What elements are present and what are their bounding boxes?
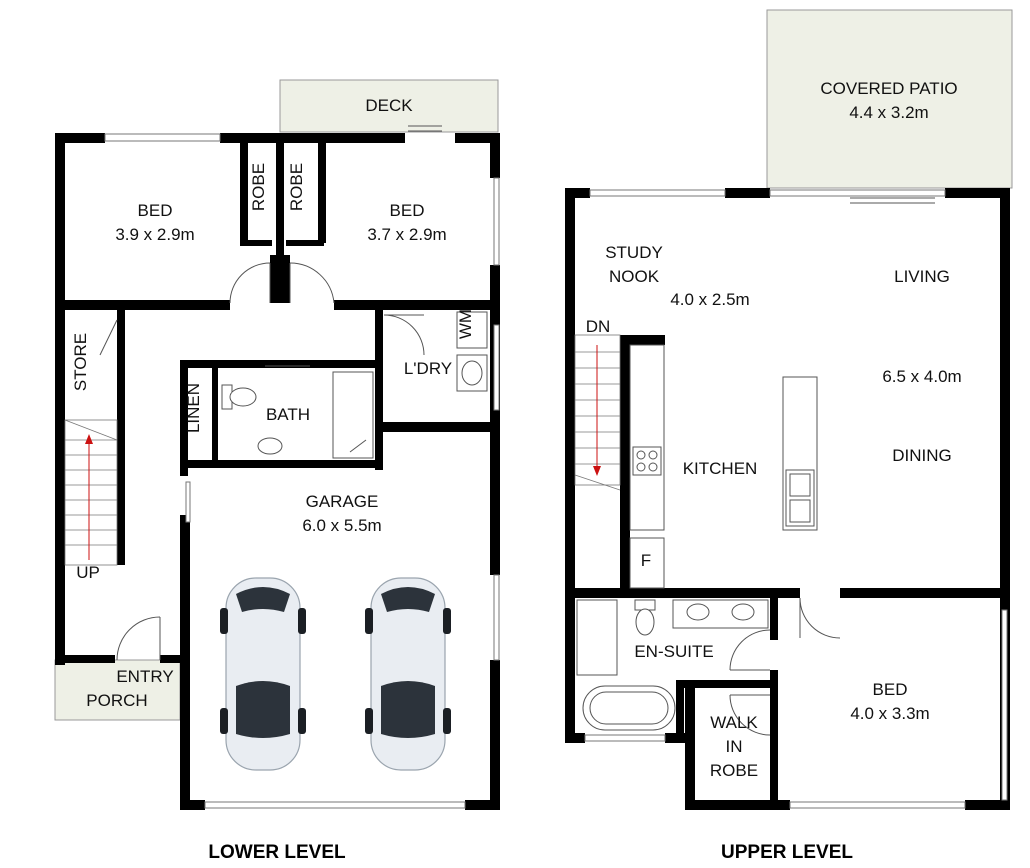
room-label-robe: ROBE [710,761,758,780]
upper-labels: COVERED PATIO 4.4 x 3.2m STUDY NOOK 4.0 … [586,79,962,780]
lower-internal-walls [55,133,500,565]
room-label-deck: DECK [365,96,413,115]
level-title-lower: LOWER LEVEL [208,842,346,863]
room-size-garage: 6.0 x 5.5m [302,516,381,535]
room-label-linen: LINEN [184,383,203,433]
upper-stairs [574,334,621,491]
room-label-entry: ENTRY [116,667,173,686]
room-label-in: IN [726,737,743,756]
room-label-bed: BED [873,680,908,699]
room-label-garage: GARAGE [306,492,379,511]
lower-labels: DECK BED 3.9 x 2.9m ROBE ROBE BED 3.7 x … [71,96,475,710]
room-label-nook: NOOK [609,267,660,286]
room-label-walk: WALK [710,713,758,732]
label-wm: WM [456,309,475,339]
car-icon [365,577,451,771]
lower-doors [99,125,442,661]
upper-level-plan: COVERED PATIO 4.4 x 3.2m STUDY NOOK 4.0 … [565,9,1013,863]
room-size-study: 4.0 x 2.5m [670,290,749,309]
room-label-dining: DINING [892,446,952,465]
room-size-bed: 4.0 x 3.3m [850,704,929,723]
room-label-patio: COVERED PATIO [820,79,957,98]
room-size-living: 6.5 x 4.0m [882,367,961,386]
upper-kitchen [629,344,818,589]
room-label-living: LIVING [894,267,950,286]
room-label-ensuite: EN-SUITE [634,642,713,661]
covered-patio-area [766,9,1013,189]
label-fridge: F [641,551,651,570]
lower-fixtures [221,311,488,459]
entry-porch-area [54,659,181,721]
washing-machine-icon [456,311,488,349]
room-size-patio: 4.4 x 3.2m [849,103,928,122]
room-size-bed2: 3.7 x 2.9m [367,225,446,244]
lower-level-plan: DECK BED 3.9 x 2.9m ROBE ROBE BED 3.7 x … [54,79,500,863]
bathtub-icon [332,371,374,459]
deck-area [279,79,499,133]
upper-internal-walls [565,335,1010,810]
basin-icon [257,437,283,455]
shower-icon [576,599,618,676]
lower-outer-walls [55,133,500,810]
room-label-bed1: BED [138,201,173,220]
lower-windows [104,133,500,809]
room-label-robe1: ROBE [249,163,268,211]
room-label-bath: BATH [266,405,310,424]
toilet-icon [634,599,656,636]
sink-icon [785,469,815,527]
stair-label-up: UP [76,563,100,582]
bathtub-icon [582,685,676,731]
upper-ensuite-fixtures [576,599,769,731]
sink-icon [456,354,488,392]
level-title-upper: UPPER LEVEL [721,842,853,863]
lower-stairs [64,419,118,566]
stair-label-dn: DN [586,317,611,336]
room-label-robe2: ROBE [287,163,306,211]
upper-doors [729,597,841,736]
room-label-bed2: BED [390,201,425,220]
room-label-store: STORE [71,333,90,391]
room-size-bed1: 3.9 x 2.9m [115,225,194,244]
basin-icon [672,599,769,629]
car-icon [220,577,306,771]
room-label-kitchen: KITCHEN [683,459,758,478]
room-label-study: STUDY [605,243,663,262]
upper-windows [584,189,1008,809]
toilet-icon [221,384,257,410]
room-label-porch: PORCH [86,691,147,710]
room-label-laundry: L'DRY [404,359,452,378]
cooktop-icon [632,446,662,476]
